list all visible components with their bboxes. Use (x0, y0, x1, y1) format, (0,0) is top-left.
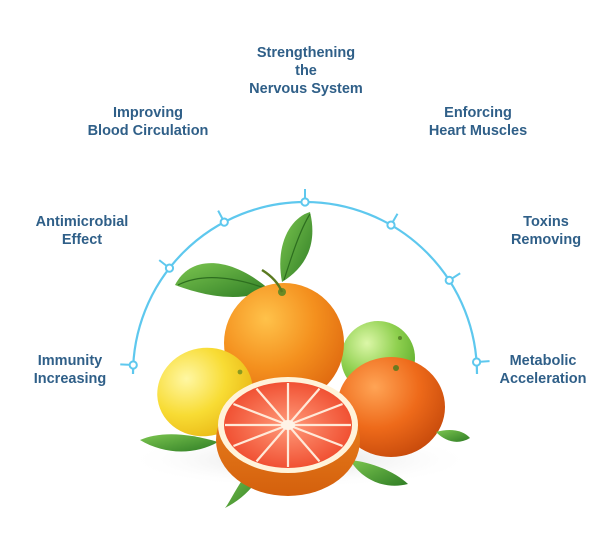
marker-dot-heart-muscles (386, 220, 396, 230)
leaf-left (175, 263, 270, 297)
grapefruit-segments (225, 383, 351, 467)
segment-line (287, 387, 321, 426)
label-blood-circulation: Improving Blood Circulation (87, 105, 209, 139)
leaf-bottom-left (140, 434, 218, 452)
orange-fruit (224, 283, 344, 403)
label-toxins: Toxins Removing (510, 214, 582, 248)
segment-line (287, 402, 343, 427)
tangerine-fruit (337, 357, 445, 457)
segment-line (255, 424, 289, 463)
arc-markers (120, 189, 490, 370)
segment-line (233, 402, 289, 427)
label-heart-muscles: Enforcing Heart Muscles (428, 105, 528, 139)
leaf-right (436, 430, 470, 442)
leaf-bottom-right (350, 460, 408, 486)
leaf-top (280, 212, 313, 282)
marker-dot-blood-circulation (219, 217, 229, 227)
segment-line (287, 424, 321, 463)
segment-line (287, 423, 343, 448)
label-antimicrobial: Antimicrobial Effect (35, 214, 129, 248)
label-metabolic: Metabolic Acceleration (499, 353, 587, 387)
marker-dot-metabolic (471, 357, 482, 367)
label-immunity: Immunity Increasing (33, 353, 107, 387)
marker-dot-antimicrobial (164, 263, 175, 273)
label-nervous-system: Strengthening the Nervous System (249, 45, 363, 97)
segment-line (255, 387, 289, 426)
marker-dot-toxins (444, 275, 454, 285)
marker-dot-immunity (128, 360, 138, 370)
marker-dot-nervous-system (300, 197, 310, 207)
segment-line (233, 423, 289, 448)
